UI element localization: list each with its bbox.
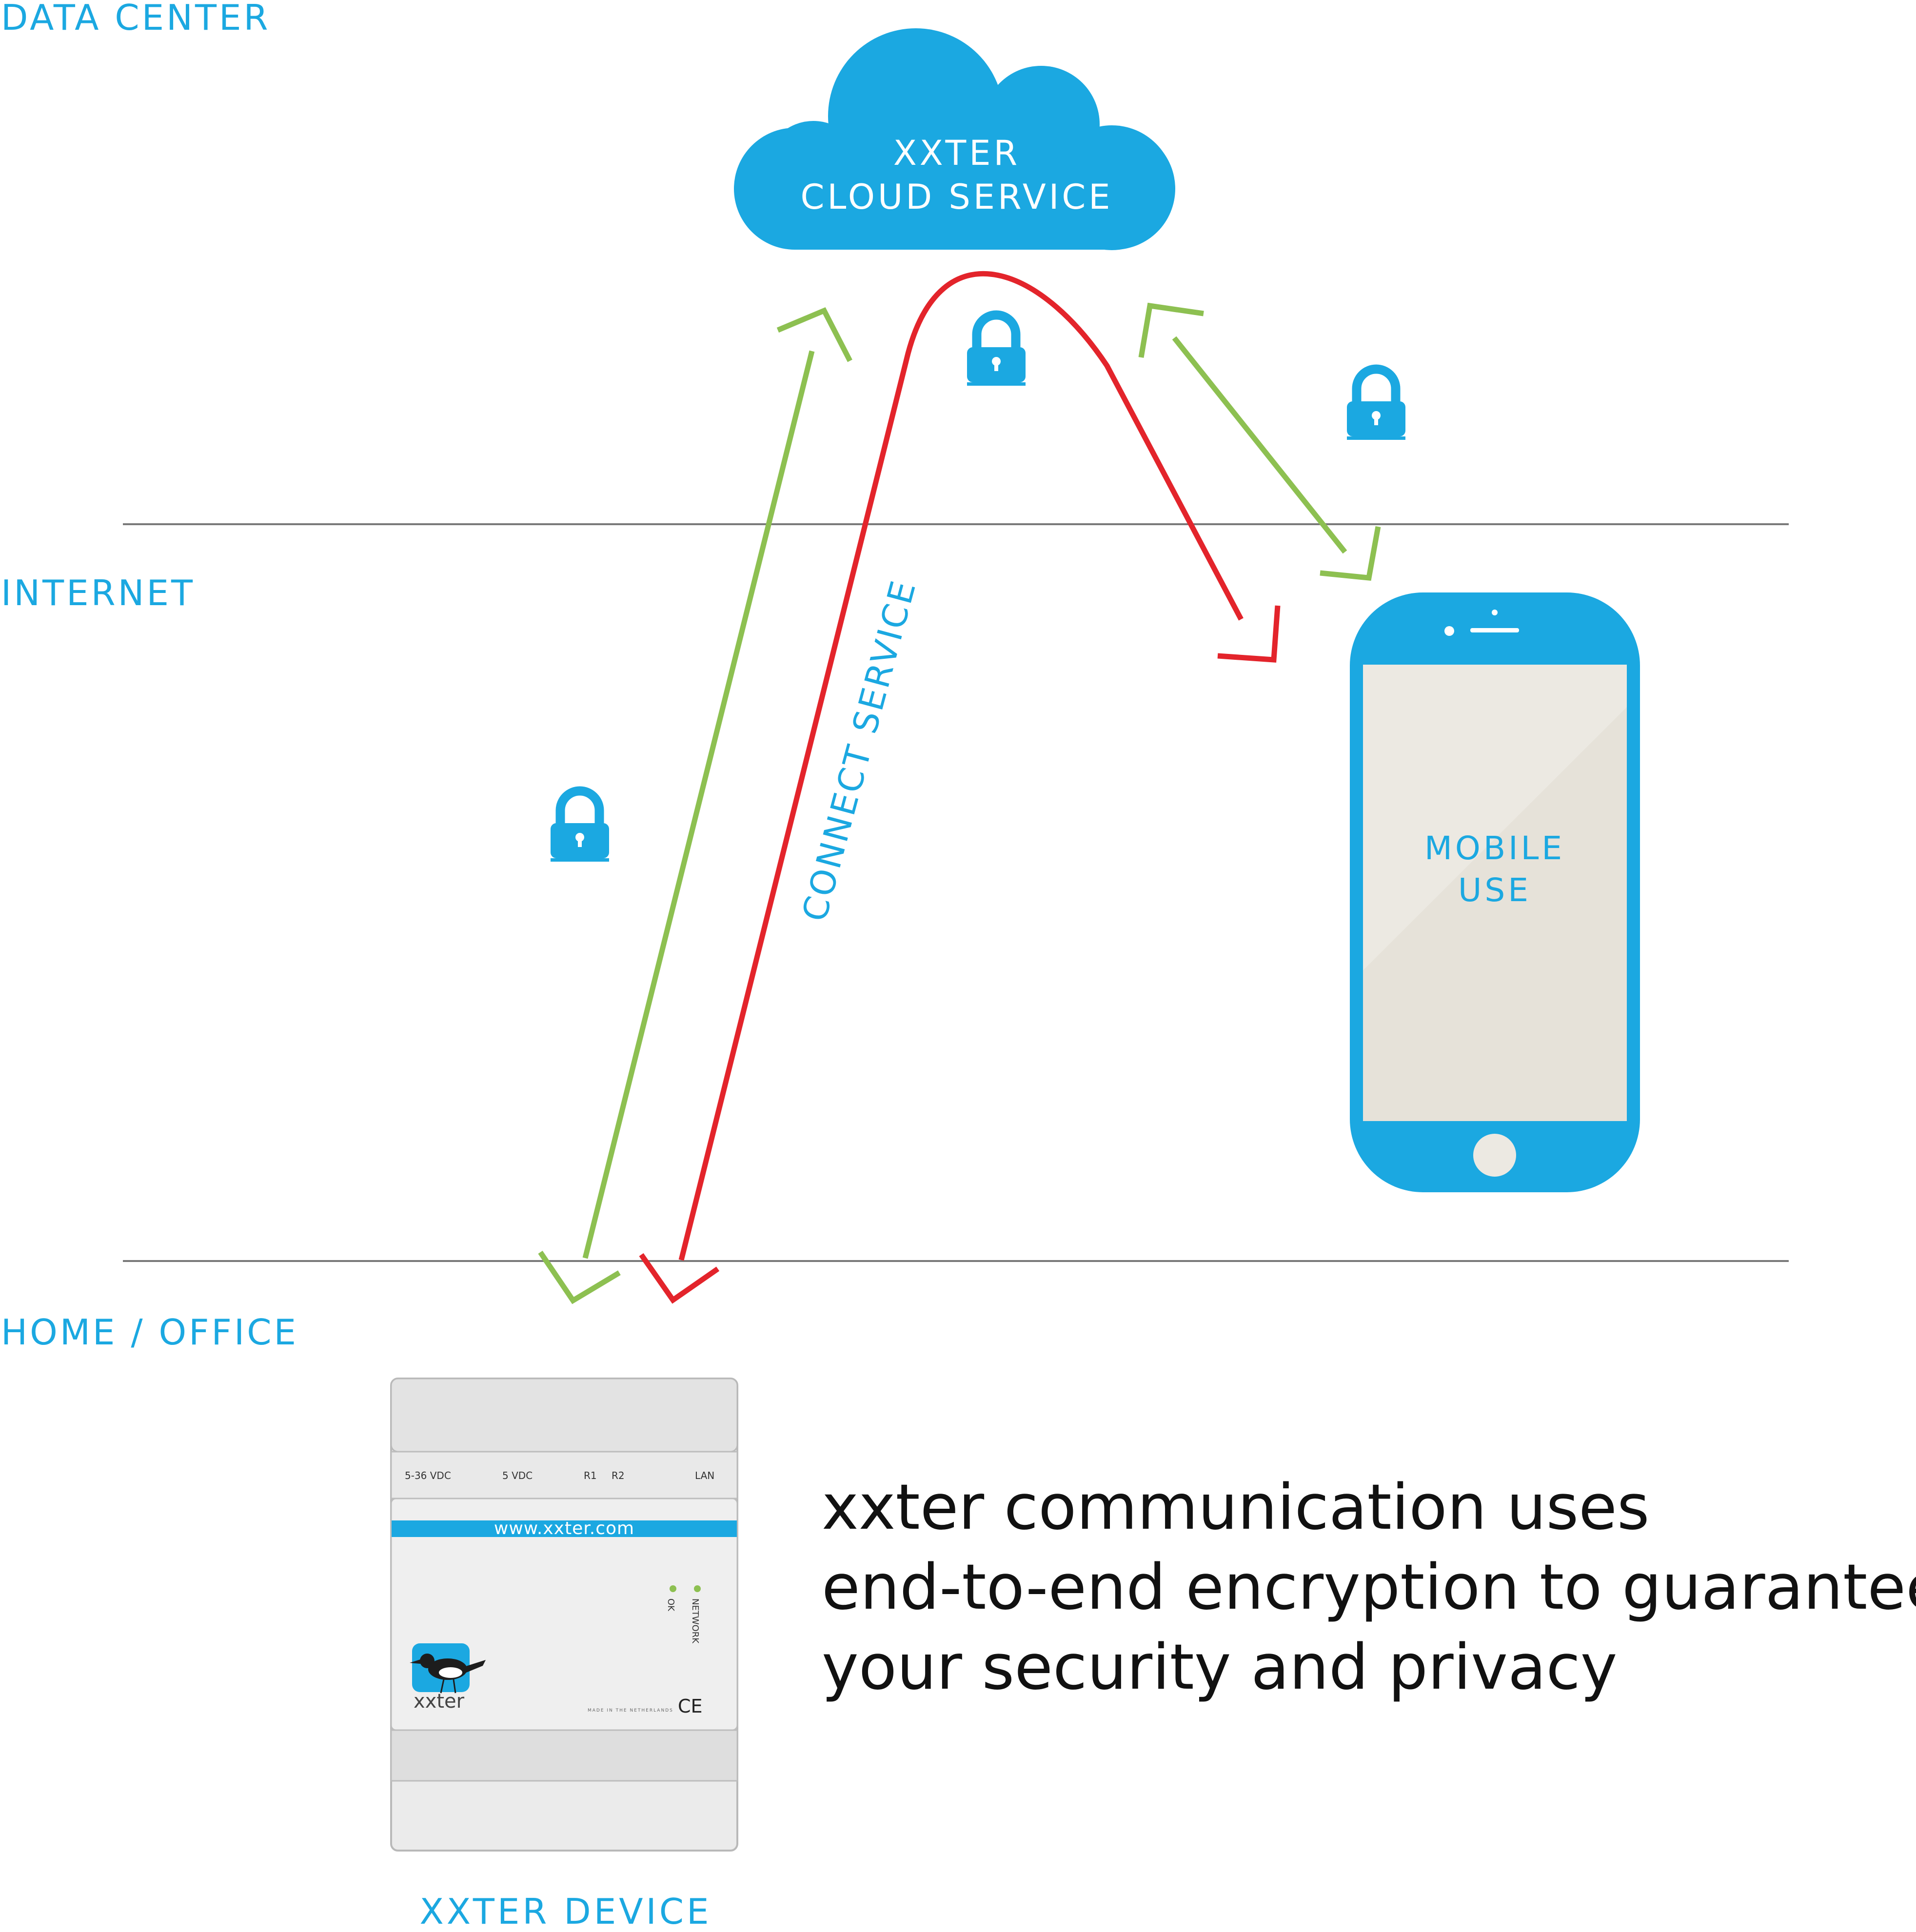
cloud-title: XXTER xyxy=(893,133,1020,173)
smartphone-icon xyxy=(1350,592,1640,1192)
green-arrowhead-cloud-side xyxy=(1138,302,1204,358)
terminal-label: R2 xyxy=(612,1470,625,1481)
zone-label-home-office: HOME / OFFICE xyxy=(1,1312,298,1353)
green-arrowhead-phone-side xyxy=(1320,526,1381,581)
connect-service-label: CONNECT SERVICE xyxy=(794,575,924,926)
green-line-device-cloud xyxy=(582,350,815,1259)
mobile-label-line2: USE xyxy=(1458,871,1531,909)
caption-line: xxter communication uses xyxy=(822,1471,1650,1544)
cloud-icon xyxy=(734,28,1175,250)
bird-logo-icon xyxy=(410,1643,486,1694)
caption-line: your security and privacy xyxy=(822,1631,1618,1704)
network-led-label: NETWORK xyxy=(690,1598,700,1644)
lock-icon xyxy=(967,310,1026,386)
device-url: www.xxter.com xyxy=(494,1518,634,1538)
device-brand: xxter xyxy=(414,1690,465,1713)
lock-icon xyxy=(1347,364,1405,440)
terminal-label: LAN xyxy=(695,1470,714,1481)
red-arrowhead-phone xyxy=(1217,605,1281,663)
security-caption: xxter communication uses end-to-end encr… xyxy=(822,1468,1916,1708)
made-in-label: MADE IN THE NETHERLANDS xyxy=(588,1708,673,1713)
cloud-subtitle: CLOUD SERVICE xyxy=(801,177,1113,217)
terminal-label: R1 xyxy=(584,1470,597,1481)
phone-home-button xyxy=(1473,1134,1516,1177)
ce-mark: CE xyxy=(678,1695,703,1717)
terminal-label: 5-36 VDC xyxy=(405,1470,451,1481)
green-arrowhead-cloud xyxy=(776,307,852,362)
red-arrowhead-device xyxy=(639,1253,720,1304)
red-connection-line xyxy=(678,271,1244,1261)
lock-icon xyxy=(551,786,609,862)
caption-line: end-to-end encryption to guarantee xyxy=(822,1551,1916,1624)
zone-label-internet: INTERNET xyxy=(1,572,195,613)
xxter-device: 5-36 VDC 5 VDC R1 R2 LAN www.xxter.com O… xyxy=(390,1378,738,1852)
ok-led xyxy=(670,1585,676,1592)
ok-led-label: OK xyxy=(666,1598,676,1612)
mobile-label-line1: MOBILE xyxy=(1424,829,1565,867)
zone-label-data-center: DATA CENTER xyxy=(1,0,271,38)
device-url-strip xyxy=(392,1520,737,1537)
terminal-label: 5 VDC xyxy=(502,1470,533,1481)
network-led xyxy=(694,1585,701,1592)
green-arrowhead-device xyxy=(538,1250,621,1304)
device-label: XXTER DEVICE xyxy=(419,1891,712,1932)
green-line-cloud-phone xyxy=(1172,336,1347,554)
